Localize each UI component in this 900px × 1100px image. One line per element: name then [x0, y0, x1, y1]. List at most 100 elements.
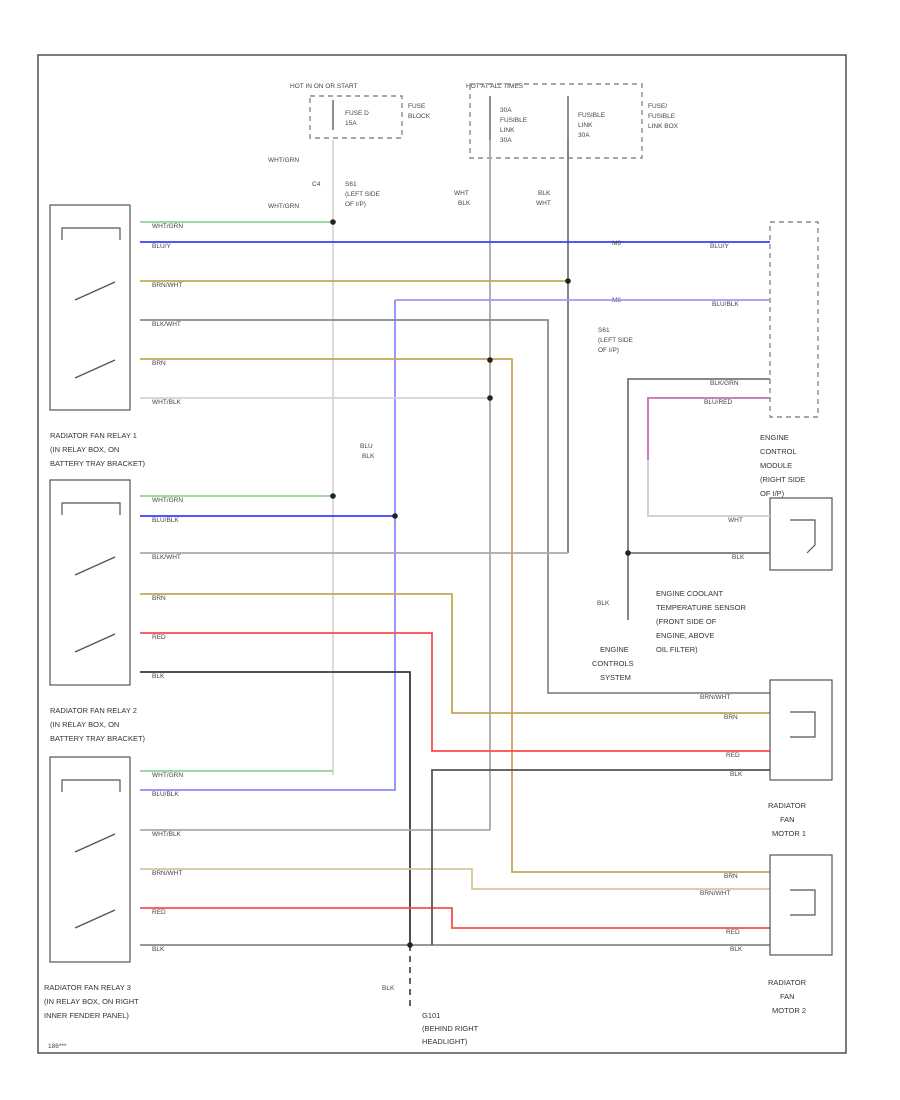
wire-label-r3-red: RED — [152, 909, 166, 916]
ecm-outline — [769, 221, 819, 418]
relay2-coil — [61, 502, 121, 515]
wire-relay1-brn — [140, 358, 770, 873]
ecm-location-1: (RIGHT SIDE — [760, 475, 805, 484]
diagram-frame — [37, 54, 847, 1054]
wire-label-m1-brn: BRN — [724, 714, 738, 721]
motor1-name-3: MOTOR 1 — [772, 829, 806, 838]
splice-dot — [392, 513, 398, 519]
wire-label-r2-brn: BRN — [152, 595, 166, 602]
ects-name-2: TEMPERATURE SENSOR — [656, 603, 746, 612]
wire-label-gnd-blk: BLK — [382, 985, 395, 992]
ecs-name-3: SYSTEM — [600, 673, 631, 682]
ecs-name-2: CONTROLS — [592, 659, 634, 668]
c4-label: C4 — [312, 181, 321, 188]
wire-label-r1-bluy: BLU/Y — [152, 243, 171, 250]
ects-location-2: ENGINE, ABOVE — [656, 631, 714, 640]
ecm-name-1: ENGINE — [760, 433, 789, 442]
pin-label-a: M6 — [612, 240, 621, 247]
motor2-name-1: RADIATOR — [768, 978, 807, 987]
wire-ecm-blkgrn — [627, 378, 770, 620]
ecm-name-2: CONTROL — [760, 447, 797, 456]
fusible-link-box-outline — [469, 83, 643, 159]
relay1-location-2: BATTERY TRAY BRACKET) — [50, 459, 146, 468]
relay1-location-1: (IN RELAY BOX, ON — [50, 445, 119, 454]
ects-name-1: ENGINE COOLANT — [656, 589, 724, 598]
fl1-label-2: FUSIBLE — [500, 117, 528, 124]
relay3-switch-b — [74, 909, 116, 929]
relay3-switch-a — [74, 833, 116, 853]
fl1-label-3: LINK — [500, 127, 515, 134]
wire-blublk-vertical — [140, 300, 396, 791]
wire-ecm-blured — [647, 397, 770, 460]
wire-relay3-brnwht — [140, 868, 770, 890]
wire-relay1-blkwht — [140, 319, 770, 694]
wire-label-blkgrn: BLK/GRN — [710, 380, 739, 387]
wire-relay2-red — [140, 632, 770, 752]
relay3-name: RADIATOR FAN RELAY 3 — [44, 983, 131, 992]
relay1-switch-b — [74, 359, 116, 379]
wire-label-r3-blk: BLK — [152, 946, 165, 953]
fl-box-label-1: FUSE/ — [648, 103, 667, 110]
relay1-coil — [61, 227, 121, 240]
wire-label-blu-v1: BLU — [360, 443, 373, 450]
relay3-box — [49, 756, 131, 963]
splice-dot — [625, 550, 631, 556]
wire-label-r3-whtblk: WHT/BLK — [152, 831, 182, 838]
wire-label-m2-brnwht: BRN/WHT — [700, 890, 730, 897]
splice-dot — [487, 357, 493, 363]
motor1-box — [769, 679, 833, 781]
relay2-switch-a — [74, 556, 116, 576]
wire-m1-blk — [431, 769, 770, 945]
fuse-d-rating: 15A — [345, 120, 357, 127]
ground-location-1: (BEHIND RIGHT — [422, 1024, 479, 1033]
fuse-block-label-2: BLOCK — [408, 113, 431, 120]
fuse-block-outline — [309, 95, 403, 139]
fl-box-label-3: LINK BOX — [648, 123, 679, 130]
splice-dot — [330, 493, 336, 499]
wire-label-r2-blublk: BLU/BLK — [152, 517, 179, 524]
wire-label-blu-v2: BLK — [362, 453, 375, 460]
wire-label-wht-v1: WHT — [454, 190, 469, 197]
wire-label-r1-brn: BRN — [152, 360, 166, 367]
motor1-name-2: FAN — [780, 815, 795, 824]
relay3-location-2: INNER FENDER PANEL) — [44, 1011, 129, 1020]
splice-dots — [330, 219, 631, 948]
motor2-name-2: FAN — [780, 992, 795, 1001]
s2-label-3: OF I/P) — [598, 347, 619, 354]
s1-label-1: S61 — [345, 181, 357, 188]
wire-label-m2-blk: BLK — [730, 946, 743, 953]
diagram-id: 186*** — [48, 1043, 67, 1050]
motor2-box — [769, 854, 833, 956]
wire-label-blured: BLU/RED — [704, 399, 732, 406]
fuse-block-label: FUSE — [408, 103, 426, 110]
splice-dot — [407, 942, 413, 948]
hot-all-label: HOT AT ALL TIMES — [466, 83, 524, 90]
ecs-name-1: ENGINE — [600, 645, 629, 654]
ecm-name-3: MODULE — [760, 461, 792, 470]
wire-label-r2-red: RED — [152, 634, 166, 641]
wire-label-r3-blublk: BLU/BLK — [152, 791, 179, 798]
motor2-symbol — [790, 889, 816, 916]
wire-relay2-blk — [140, 671, 411, 945]
fl2-label-1: FUSIBLE — [578, 112, 606, 119]
ects-location-1: (FRONT SIDE OF — [656, 617, 717, 626]
hot-run-label: HOT IN ON OR START — [290, 83, 358, 90]
ects-symbol — [790, 519, 816, 554]
relay1-box — [49, 204, 131, 411]
relay1-switch-a — [74, 281, 116, 301]
fl2-label-3: 30A — [578, 132, 590, 139]
s2-label-1: S61 — [598, 327, 610, 334]
ects-box — [769, 497, 833, 571]
wire-label-r1-whtgrn: WHT/GRN — [152, 223, 183, 230]
wire-label-r1-brnwht: BRN/WHT — [152, 282, 182, 289]
ground-location-2: HEADLIGHT) — [422, 1037, 468, 1046]
s1-label-2: (LEFT SIDE — [345, 191, 381, 198]
fuse-d-label: FUSE D — [345, 110, 369, 117]
wire-label-r1-whtblk: WHT/BLK — [152, 399, 182, 406]
relay3-location-1: (IN RELAY BOX, ON RIGHT — [44, 997, 139, 1006]
wire-label-m2-red: RED — [726, 929, 740, 936]
ground-name: G101 — [422, 1011, 440, 1020]
splice-dot — [330, 219, 336, 225]
wire-label-whtgrn-2: WHT/GRN — [268, 203, 299, 210]
relay3-coil — [61, 779, 121, 792]
